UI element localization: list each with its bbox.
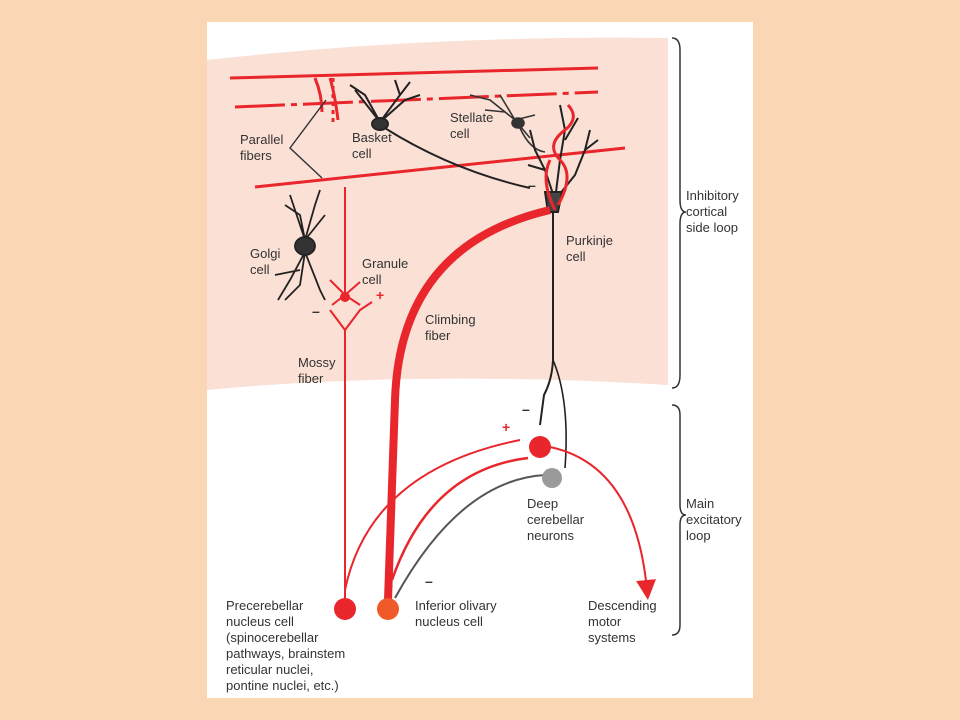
collateral-axons bbox=[344, 439, 546, 599]
label-parallel-fibers: Parallel fibers bbox=[240, 132, 287, 163]
climbing-fiber-tendrils bbox=[544, 103, 575, 211]
sign-minus-purkinje: – bbox=[522, 401, 530, 417]
golgi-cell bbox=[274, 189, 326, 301]
deep-cerebellar-neuron-gray bbox=[542, 468, 562, 488]
label-descending-motor-systems: Descending motor systems bbox=[588, 598, 660, 645]
label-excitatory-loop: Main excitatory loop bbox=[686, 496, 745, 543]
climbing-fiber-axon bbox=[384, 206, 551, 601]
label-basket-cell: Basket cell bbox=[352, 130, 395, 161]
label-precerebellar-nucleus-cell: Precerebellar nucleus cell (spinocerebel… bbox=[226, 598, 349, 693]
label-mossy-fiber: Mossy fiber bbox=[298, 355, 339, 386]
label-granule-cell: Granule cell bbox=[362, 256, 412, 287]
granule-cell bbox=[329, 187, 361, 306]
sign-minus-golgi: – bbox=[312, 303, 320, 319]
label-inferior-olivary-nucleus-cell: Inferior olivary nucleus cell bbox=[415, 598, 500, 629]
label-purkinje-cell: Purkinje cell bbox=[566, 233, 617, 264]
parallel-fibers-bracket bbox=[289, 99, 327, 179]
sign-minus-basket: – bbox=[528, 177, 536, 193]
excitatory-loop-brace bbox=[671, 404, 687, 636]
label-deep-cerebellar-neurons: Deep cerebellar neurons bbox=[527, 496, 588, 543]
label-inhibitory-loop: Inhibitory cortical side loop bbox=[686, 188, 742, 235]
label-stellate-cell: Stellate cell bbox=[450, 110, 497, 141]
descending-motor-arrow bbox=[549, 446, 656, 600]
inferior-olivary-nucleus-cell bbox=[377, 598, 399, 620]
parallel-fibers bbox=[229, 66, 626, 189]
precerebellar-nucleus-cell bbox=[334, 598, 356, 620]
deep-cerebellar-neuron-excitatory bbox=[529, 436, 551, 458]
basket-cell bbox=[349, 79, 531, 189]
sign-minus-olivary: – bbox=[425, 573, 433, 589]
label-climbing-fiber: Climbing fiber bbox=[425, 312, 479, 343]
inhibitory-loop-brace bbox=[671, 37, 687, 389]
sign-plus-granule: + bbox=[376, 287, 384, 303]
stellate-cell bbox=[469, 94, 546, 153]
sign-plus-deep: + bbox=[502, 419, 510, 435]
mossy-fiber-axon bbox=[329, 301, 373, 600]
label-golgi-cell: Golgi cell bbox=[250, 246, 284, 277]
